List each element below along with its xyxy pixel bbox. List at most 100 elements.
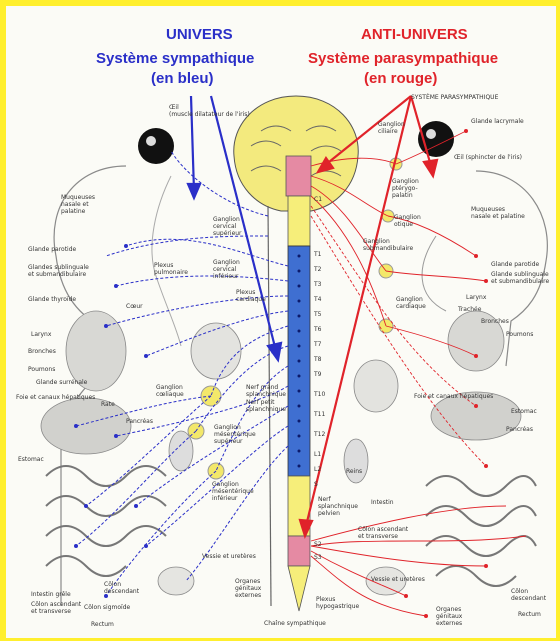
right-label: Pancréas <box>506 426 533 433</box>
left-head-outline-2 <box>152 176 181 346</box>
left-label: Plexus pulmonaire <box>154 262 188 276</box>
right-label: Intestin <box>371 499 394 506</box>
spine-label: S <box>314 481 318 488</box>
right-label: Glande parotide <box>491 261 539 268</box>
left-subtitle-2: (en bleu) <box>151 70 214 87</box>
right-title: ANTI-UNIVERS <box>361 26 468 43</box>
left-label: Ganglion cervical supérieur <box>213 216 242 237</box>
right-label: Ganglion submandibulaire <box>363 238 413 252</box>
spine-label: S2 <box>314 541 322 548</box>
right-label: Muqueuses nasale et palatine <box>471 206 525 220</box>
right-label: Foie et canaux hépatiques <box>414 393 493 400</box>
spine-tail <box>288 566 310 611</box>
left-label: Glande surrénale <box>36 379 87 386</box>
left-label: Estomac <box>18 456 44 463</box>
right-label: Ganglion otique <box>394 214 421 228</box>
spine-label: T7 <box>314 341 321 348</box>
spine-label: S3 <box>314 554 322 561</box>
left-label: Côlon sigmoïde <box>84 604 130 611</box>
brainstem <box>286 156 311 196</box>
spine-sacral <box>288 536 310 566</box>
left-label: Ganglion cervical inférieur <box>213 259 240 280</box>
left-label: Chaîne sympathique <box>264 620 326 627</box>
spine-label: T9 <box>314 371 321 378</box>
right-label: Œil (sphincter de l'iris) <box>454 154 522 161</box>
left-label: Nerf grand splanchnique <box>246 384 286 398</box>
left-label: Vessie et uretères <box>202 553 256 560</box>
left-label: Foie et canaux hépatiques <box>16 394 95 401</box>
spine-root-dots <box>298 255 301 468</box>
right-heart <box>354 360 398 412</box>
left-label: Pancréas <box>126 418 153 425</box>
right-label: Reins <box>346 468 362 475</box>
right-label: Poumons <box>506 331 533 338</box>
right-kidney <box>344 439 368 483</box>
right-label: Estomac <box>511 408 537 415</box>
right-label: Glande lacrymale <box>471 118 524 125</box>
spine-label: L1 <box>314 451 321 458</box>
spine-label: T12 <box>314 431 325 438</box>
spine-label: T6 <box>314 326 321 333</box>
parasympathetic-dots <box>404 129 488 618</box>
right-label: Côlon descendant <box>511 588 546 602</box>
right-intestine <box>426 476 536 586</box>
spine-label: T11 <box>314 411 325 418</box>
right-label: Plexus hypogastrique <box>316 596 359 610</box>
spine-cervical <box>288 196 310 246</box>
left-label: Ganglion cœliaque <box>156 384 184 398</box>
spine-label: T1 <box>314 251 321 258</box>
left-label: Œil (muscle dilatateur de l'iris) <box>169 104 250 118</box>
left-subtitle-1: Système sympathique <box>96 50 254 67</box>
left-label: Ganglion mésentérique inférieur <box>212 481 254 502</box>
left-label: Glandes sublinguale et submandibulaire <box>28 264 89 278</box>
right-label: Glande sublinguale et submandibulaire <box>491 271 549 285</box>
right-label: Côlon ascendant et transverse <box>358 526 408 540</box>
left-kidney <box>169 431 193 471</box>
left-intestine <box>46 466 166 576</box>
spine-label: T10 <box>314 391 325 398</box>
left-label: Poumons <box>28 366 55 373</box>
left-label: Côlon ascendant et transverse <box>31 601 81 615</box>
right-label: Vessie et uretères <box>371 576 425 583</box>
left-label: Intestin grêle <box>31 591 71 598</box>
left-label: Côlon descendant <box>104 581 139 595</box>
right-label: Ganglion ptérygo- palatin <box>392 178 419 199</box>
spine-label: T8 <box>314 356 321 363</box>
left-label: Organes génitaux externes <box>235 578 261 599</box>
left-label: Cœur <box>126 303 143 310</box>
left-eye-icon <box>138 128 174 164</box>
left-label: Bronches <box>28 348 56 355</box>
left-title: UNIVERS <box>166 26 233 43</box>
left-label: Ganglion mésentérique supérieur <box>214 424 256 445</box>
left-label: Glande thyroïde <box>28 296 76 303</box>
right-label: SYSTÈME PARASYMPATHIQUE <box>411 94 498 101</box>
left-label: Larynx <box>31 331 51 338</box>
spine-label: L2 <box>314 466 321 473</box>
left-bladder <box>158 567 194 595</box>
right-label: Bronches <box>481 318 509 325</box>
left-label: Rate <box>101 401 115 408</box>
right-subtitle-2: (en rouge) <box>364 70 437 87</box>
right-label: Organes génitaux externes <box>436 606 462 627</box>
left-liver <box>41 398 131 454</box>
right-subtitle-1: Système parasympathique <box>308 50 498 67</box>
spine-label: T3 <box>314 281 321 288</box>
spine-label: C1 <box>314 196 322 203</box>
spine-label: T4 <box>314 296 321 303</box>
right-label: Ganglion ciliaire <box>378 121 405 135</box>
left-label: Glande parotide <box>28 246 76 253</box>
spine-label: T2 <box>314 266 321 273</box>
right-label: Rectum <box>518 611 541 618</box>
diagram-canvas: UNIVERS Système sympathique (en bleu) AN… <box>6 6 556 638</box>
right-label: Nerf splanchnique pelvien <box>318 496 358 517</box>
right-label: Ganglion cardiaque <box>396 296 426 310</box>
left-label: Nerf petit splanchnique <box>246 399 286 413</box>
spine-label: T5 <box>314 311 321 318</box>
right-label: Trachée <box>458 306 481 313</box>
right-label: Larynx <box>466 294 486 301</box>
left-label: Plexus cardiaque <box>236 289 266 303</box>
left-label: Rectum <box>91 621 114 628</box>
left-heart <box>191 323 241 379</box>
left-label: Muqueuses nasale et palatine <box>61 194 95 215</box>
